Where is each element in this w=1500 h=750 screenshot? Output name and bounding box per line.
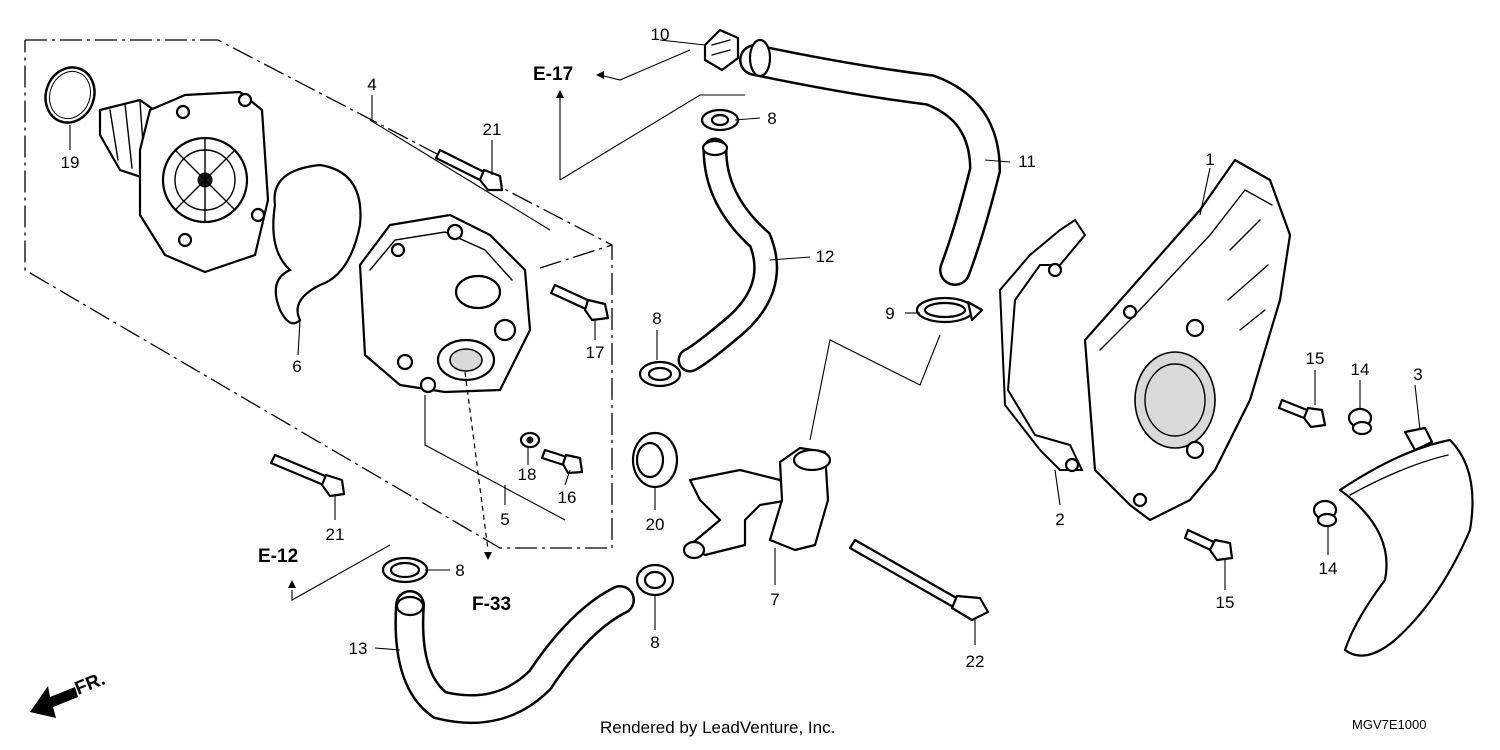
clamp-8-top[interactable] — [700, 108, 740, 132]
ref-arrow-f33 — [484, 552, 492, 560]
bolt-22[interactable] — [848, 538, 990, 622]
callout-8-lower-right: 8 — [650, 633, 659, 652]
o-ring-19[interactable] — [38, 60, 102, 129]
bolt-21-upper[interactable] — [434, 148, 504, 192]
callout-14-lower: 14 — [1319, 559, 1338, 578]
leader-lines — [69, 39, 1421, 651]
footer-credit: Rendered by LeadVenture, Inc. — [600, 718, 835, 737]
clamp-8-lower-left[interactable] — [381, 556, 429, 584]
hose-11[interactable] — [739, 38, 1002, 286]
bolt-15-upper[interactable] — [1277, 398, 1327, 429]
callout-8-lower-left: 8 — [455, 561, 464, 580]
ref-label-e12[interactable]: E-12 — [258, 546, 298, 567]
callout-20: 20 — [646, 515, 665, 534]
callout-8-mid: 8 — [652, 309, 661, 328]
callout-4: 4 — [367, 75, 376, 94]
callout-14-upper: 14 — [1351, 360, 1370, 379]
callout-12: 12 — [816, 247, 835, 266]
bolt-15-lower[interactable] — [1183, 528, 1234, 562]
callout-22: 22 — [966, 652, 985, 671]
callout-18: 18 — [518, 465, 537, 484]
hose-13[interactable] — [394, 585, 635, 725]
callout-1: 1 — [1205, 150, 1214, 169]
clamp-8-lower-right[interactable] — [635, 563, 675, 597]
callout-11: 11 — [1018, 152, 1036, 171]
callout-6: 6 — [292, 357, 301, 376]
gasket-6[interactable] — [272, 163, 362, 325]
bolt-17[interactable] — [549, 283, 610, 322]
assembly-boundary — [24, 39, 613, 549]
washer-18[interactable] — [519, 431, 541, 449]
callout-19: 19 — [61, 153, 80, 172]
gasket-2[interactable] — [998, 218, 1087, 473]
callout-2: 2 — [1055, 510, 1064, 529]
water-pump-assembly[interactable] — [98, 90, 270, 274]
pump-cover-5[interactable] — [358, 213, 532, 394]
cover-1[interactable] — [1083, 158, 1292, 522]
seal-20[interactable] — [631, 431, 679, 489]
callout-21-upper: 21 — [483, 120, 502, 139]
callout-13: 13 — [349, 639, 368, 658]
callout-9: 9 — [885, 304, 894, 323]
callout-7: 7 — [770, 590, 779, 609]
grommet-14-upper[interactable] — [1347, 407, 1373, 436]
callout-17: 17 — [586, 343, 605, 362]
diagram-code: MGV7E1000 — [1352, 717, 1426, 732]
callout-10: 10 — [651, 25, 670, 44]
callout-16: 16 — [558, 488, 577, 507]
grommet-14-lower[interactable] — [1312, 499, 1338, 528]
bolt-21-lower[interactable] — [269, 453, 346, 498]
ref-label-f33[interactable]: F-33 — [472, 594, 511, 615]
guard-3[interactable] — [1338, 426, 1474, 657]
callout-21-lower: 21 — [326, 525, 345, 544]
ref-label-e17[interactable]: E-17 — [533, 64, 573, 85]
ref-arrow-e12 — [288, 580, 296, 588]
hose-12[interactable] — [677, 137, 779, 373]
front-direction-arrow-icon — [30, 686, 78, 718]
clamp-10[interactable] — [703, 28, 740, 72]
callout-15-upper: 15 — [1306, 349, 1325, 368]
ref-arrow-e17 — [556, 71, 604, 98]
water-pipe-7[interactable] — [682, 446, 832, 560]
callout-15-lower: 15 — [1216, 593, 1235, 612]
bolt-16[interactable] — [540, 448, 584, 475]
clamp-9[interactable] — [915, 296, 984, 324]
front-direction-label: FR. — [72, 669, 108, 700]
clamp-8-mid[interactable] — [638, 360, 682, 388]
callout-8-top: 8 — [767, 109, 776, 128]
callout-3: 3 — [1413, 365, 1422, 384]
callout-5: 5 — [500, 510, 509, 529]
